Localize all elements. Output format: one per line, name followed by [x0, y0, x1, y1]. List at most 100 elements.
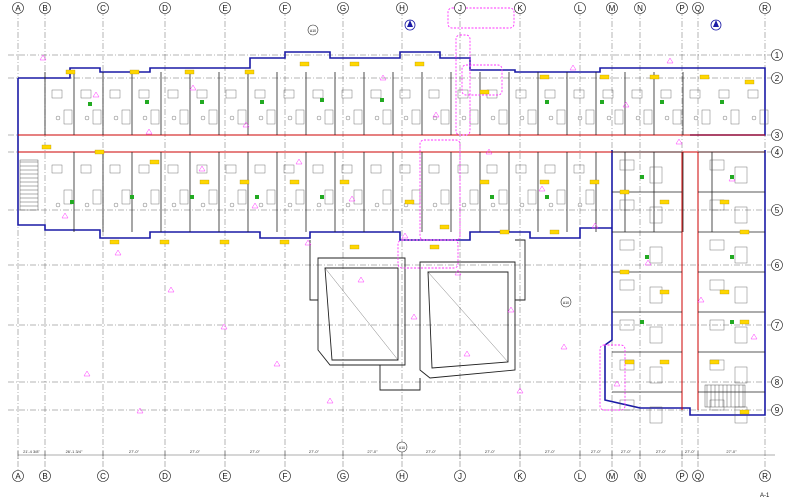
green-tag: [600, 100, 604, 104]
note-tag: [624, 359, 635, 365]
grid-row-bubble-5: 5: [771, 204, 783, 216]
dimension-label: 27'-0": [485, 449, 496, 454]
section-marker-bottom-label: A10: [399, 446, 405, 450]
note-tag: [719, 199, 730, 205]
grid-bubble-L: L: [574, 2, 586, 14]
note-tag: [659, 289, 670, 295]
revision-delta: [401, 232, 409, 239]
grid-bubble-Q: Q: [692, 2, 704, 14]
grid-row-bubble-8: 8: [771, 376, 783, 388]
grid-bubble-label: H: [399, 472, 405, 481]
revision-delta: [569, 64, 577, 71]
revision-delta: [189, 84, 197, 91]
revision-delta: [295, 158, 303, 165]
note-tag: [94, 149, 105, 155]
note-tag: [429, 244, 440, 250]
note-tag: [709, 359, 720, 365]
note-tag: [599, 74, 610, 80]
dimension-label: 27'-0": [190, 449, 201, 454]
revision-delta: [454, 269, 462, 276]
note-tag: [289, 179, 300, 185]
revision-delta: [750, 333, 758, 340]
note-tag: [719, 289, 730, 295]
revision-delta: [114, 249, 122, 256]
note-tag: [739, 229, 750, 235]
north-arrow-left: [404, 19, 416, 31]
revision-delta: [39, 54, 47, 61]
revision-delta: [167, 286, 175, 293]
grid-bubble-F: F: [279, 470, 291, 482]
grid-row-bubble-label: 8: [775, 378, 780, 387]
grid-bubble-E: E: [219, 470, 231, 482]
revision-delta: [273, 360, 281, 367]
note-tag: [149, 159, 160, 165]
grid-bubble-G: G: [337, 470, 349, 482]
dimension-label: 21'-4 3/8": [23, 449, 40, 454]
grid-bubble-label: E: [222, 472, 227, 481]
grid-bubble-label: N: [637, 4, 643, 13]
grid-bubble-label: P: [679, 4, 684, 13]
grid-bubble-L: L: [574, 470, 586, 482]
revision-delta: [145, 128, 153, 135]
grid-row-bubble-6: 6: [771, 259, 783, 271]
green-tag: [200, 100, 204, 104]
grid-bubble-label: J: [458, 4, 462, 13]
grid-bubble-label: C: [100, 4, 106, 13]
note-tag: [244, 69, 255, 75]
section-marker-top: A10: [307, 24, 319, 36]
section-marker-middle: A10: [560, 296, 572, 308]
green-tag: [88, 102, 92, 106]
green-tag: [640, 175, 644, 179]
grid-bubble-label: D: [162, 4, 168, 13]
grid-bubble-label: Q: [695, 472, 701, 481]
revision-delta: [613, 380, 621, 387]
revision-delta: [242, 121, 250, 128]
grid-bubble-R: R: [759, 2, 771, 14]
revision-cloud: [599, 344, 626, 411]
note-tag: [184, 69, 195, 75]
revision-delta: [507, 306, 515, 313]
green-tag: [130, 195, 134, 199]
unit-fixtures: [51, 89, 769, 424]
grid-bubble-label: K: [517, 472, 523, 481]
note-tag: [499, 229, 510, 235]
note-tag: [479, 179, 490, 185]
note-tag: [349, 244, 360, 250]
grid-bubble-K: K: [514, 470, 526, 482]
green-tag: [640, 320, 644, 324]
grid-bubble-label: B: [42, 472, 47, 481]
note-tag: [619, 269, 630, 275]
grid-bubble-M: M: [606, 470, 618, 482]
grid-bubble-label: J: [458, 472, 462, 481]
grid-bubble-G: G: [337, 2, 349, 14]
section-marker-middle-label: A10: [563, 301, 569, 305]
revision-cloud: [455, 34, 471, 136]
grid-bubble-label: Q: [695, 4, 701, 13]
grid-row-bubble-7: 7: [771, 319, 783, 331]
green-tag: [660, 100, 664, 104]
grid-row-bubble-label: 5: [775, 206, 780, 215]
grid-bubble-label: E: [222, 4, 227, 13]
revision-cloud: [397, 239, 459, 269]
grid-bubble-R: R: [759, 470, 771, 482]
green-tag: [720, 100, 724, 104]
revision-delta: [379, 74, 387, 81]
grid-bubble-A: A: [12, 2, 24, 14]
revision-delta: [198, 165, 206, 172]
grid-bubble-label: M: [609, 4, 616, 13]
note-tag: [659, 199, 670, 205]
revision-delta: [410, 313, 418, 320]
note-tag: [539, 179, 550, 185]
grid-bubble-label: H: [399, 4, 405, 13]
green-tag: [545, 100, 549, 104]
stair-west: [19, 159, 39, 211]
revision-delta: [61, 212, 69, 219]
sheet-number: A-1: [760, 493, 770, 499]
grid-bubble-M: M: [606, 2, 618, 14]
green-tag: [260, 100, 264, 104]
green-tag: [545, 195, 549, 199]
dimension-label: 27'-0": [685, 449, 696, 454]
dimension-label: 27'-0": [367, 449, 378, 454]
green-tag: [730, 320, 734, 324]
revision-delta: [326, 397, 334, 404]
